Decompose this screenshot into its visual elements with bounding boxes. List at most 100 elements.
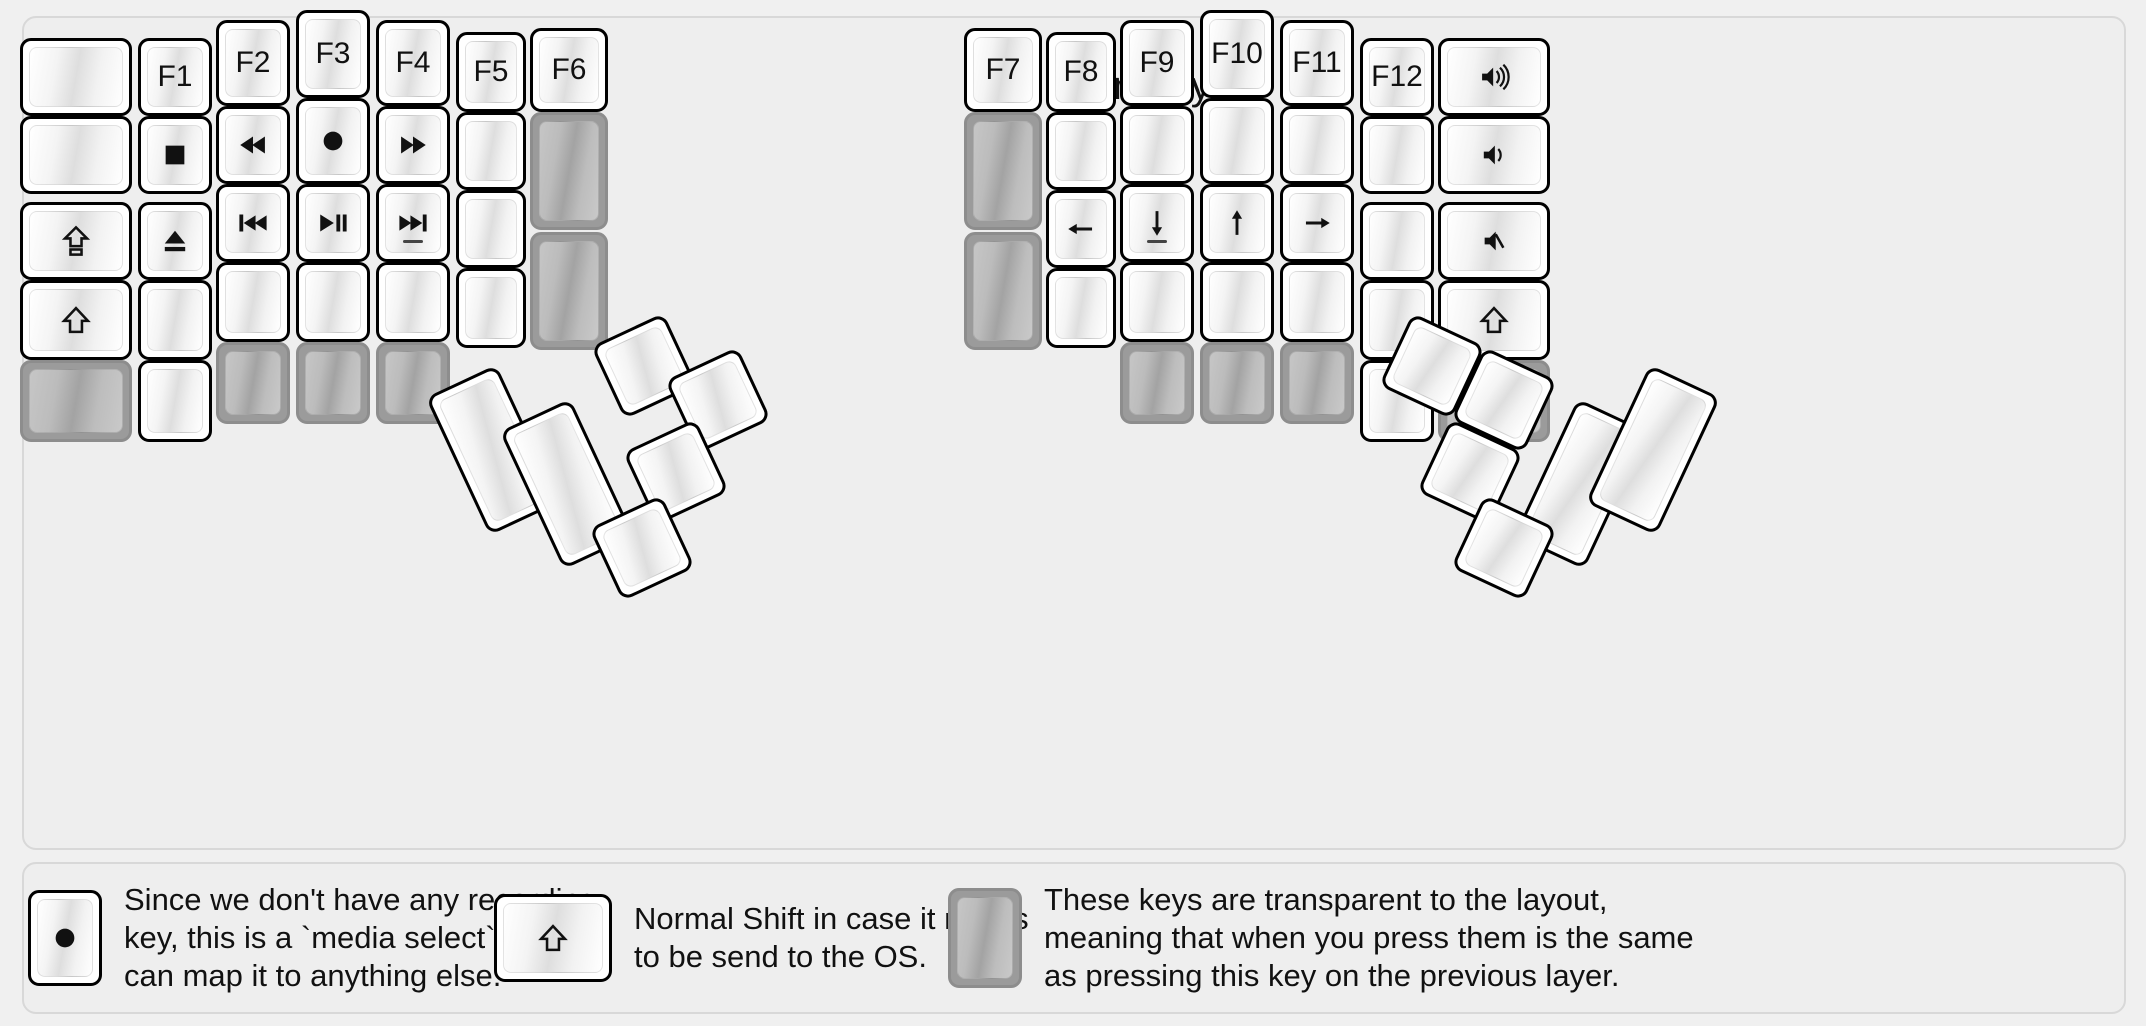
keycap-face [465,199,517,259]
keycap-face [1055,199,1107,259]
left-key-f6-column-3[interactable] [530,232,608,350]
left-key-f5-column-2[interactable] [456,112,526,190]
right-key-outer-right-column-3[interactable] [1438,202,1550,280]
right-key-f7-column-1[interactable]: F7 [964,28,1042,112]
right-key-f7-column-3[interactable] [964,232,1042,350]
right-key-outer-right-column-1[interactable] [1438,38,1550,116]
right-key-f8-column-3[interactable] [1046,190,1116,268]
left-key-outer-left-column-5[interactable] [20,360,132,442]
keycap-face [503,903,603,973]
right-key-f9-column-3[interactable] [1120,184,1194,262]
media-record-icon [316,124,350,158]
legend-media-select-sample-key[interactable] [28,890,102,986]
right-key-f8-column-1[interactable]: F8 [1046,32,1116,112]
right-key-f10-column-5[interactable] [1200,342,1274,424]
keycap-face [147,125,203,185]
right-key-f9-column-1[interactable]: F9 [1120,20,1194,106]
keycap-face [147,369,203,433]
left-key-f3-column-2[interactable] [296,98,370,184]
left-key-f4-column-4[interactable] [376,262,450,342]
left-key-f5-column-1[interactable]: F5 [456,32,526,112]
left-key-f3-column-4[interactable] [296,262,370,342]
left-key-f2-column-5[interactable] [216,342,290,424]
keycap-face [1209,193,1265,253]
right-key-f10-column-3[interactable] [1200,184,1274,262]
left-key-f3-column-1[interactable]: F3 [296,10,370,98]
left-key-outer-left-column-2[interactable] [20,116,132,194]
legend-transparent-keys-sample-key[interactable] [948,888,1022,988]
right-key-outer-right-column-2[interactable] [1438,116,1550,194]
left-key-outer-left-column-1[interactable] [20,38,132,116]
key-underbar-mark [1147,239,1167,243]
media-next-icon [396,206,430,240]
keycap-face [225,193,281,253]
keycap-face [1390,324,1474,408]
keycap-face [385,115,441,175]
keycap-face [1447,125,1541,185]
keycap-face: F11 [1289,29,1345,97]
right-key-f12-column-1[interactable]: F12 [1360,38,1434,116]
keycap-face [225,351,281,415]
right-key-f10-column-1[interactable]: F10 [1200,10,1274,98]
key-label: F10 [1211,37,1263,70]
key-label: F8 [1063,55,1099,88]
keycap-face [1209,271,1265,333]
keycap-face [29,211,123,271]
left-key-f2-column-1[interactable]: F2 [216,20,290,106]
right-key-f11-column-5[interactable] [1280,342,1354,424]
keycap-face [600,506,684,590]
left-key-f3-column-5[interactable] [296,342,370,424]
right-key-f9-column-5[interactable] [1120,342,1194,424]
left-key-outer-left-column-3[interactable] [20,202,132,280]
left-key-f6-column-1[interactable]: F6 [530,28,608,112]
left-key-f2-column-3[interactable] [216,184,290,262]
legend-normal-shift-sample-key[interactable] [494,894,612,982]
right-key-f7-column-2[interactable] [964,112,1042,230]
keycap-face [1447,211,1541,271]
keycap-face [1129,115,1185,175]
left-key-f1-column-2[interactable] [138,116,212,194]
right-key-f10-column-2[interactable] [1200,98,1274,184]
keycap-face [1129,271,1185,333]
left-key-f5-column-3[interactable] [456,190,526,268]
right-key-f11-column-1[interactable]: F11 [1280,20,1354,106]
media-previous-icon [236,206,270,240]
right-key-f8-column-2[interactable] [1046,112,1116,190]
keycap-face [1289,115,1345,175]
keycap-face [1289,351,1345,415]
keycap-face [385,193,441,253]
right-key-f10-column-4[interactable] [1200,262,1274,342]
key-label: F6 [551,53,587,86]
right-key-f8-column-4[interactable] [1046,268,1116,348]
arrow-up-icon [1220,206,1254,240]
right-key-f9-column-4[interactable] [1120,262,1194,342]
right-key-f12-column-3[interactable] [1360,202,1434,280]
left-key-f1-column-3[interactable] [138,202,212,280]
right-key-f12-column-2[interactable] [1360,116,1434,194]
keycap-face: F4 [385,29,441,97]
left-key-f5-column-4[interactable] [456,268,526,348]
left-key-f4-column-2[interactable] [376,106,450,184]
keycap-face [539,241,599,341]
left-key-f1-column-5[interactable] [138,360,212,442]
left-key-f3-column-3[interactable] [296,184,370,262]
left-key-f1-column-1[interactable]: F1 [138,38,212,116]
left-key-f4-column-3[interactable] [376,184,450,262]
left-key-f2-column-2[interactable] [216,106,290,184]
right-key-f11-column-3[interactable] [1280,184,1354,262]
keycap-face [1462,358,1546,442]
arrow-down-icon [1140,206,1174,240]
left-key-f1-column-4[interactable] [138,280,212,360]
left-key-f4-column-1[interactable]: F4 [376,20,450,106]
keycap-face: F2 [225,29,281,97]
right-key-f11-column-4[interactable] [1280,262,1354,342]
keycap-face [305,193,361,253]
right-key-f9-column-2[interactable] [1120,106,1194,184]
left-key-f6-column-2[interactable] [530,112,608,230]
left-key-f2-column-4[interactable] [216,262,290,342]
keycap-face [1597,376,1709,524]
left-key-outer-left-column-4[interactable] [20,280,132,360]
keycap-face [1369,125,1425,185]
right-key-f11-column-2[interactable] [1280,106,1354,184]
keycap-face [1129,193,1185,253]
